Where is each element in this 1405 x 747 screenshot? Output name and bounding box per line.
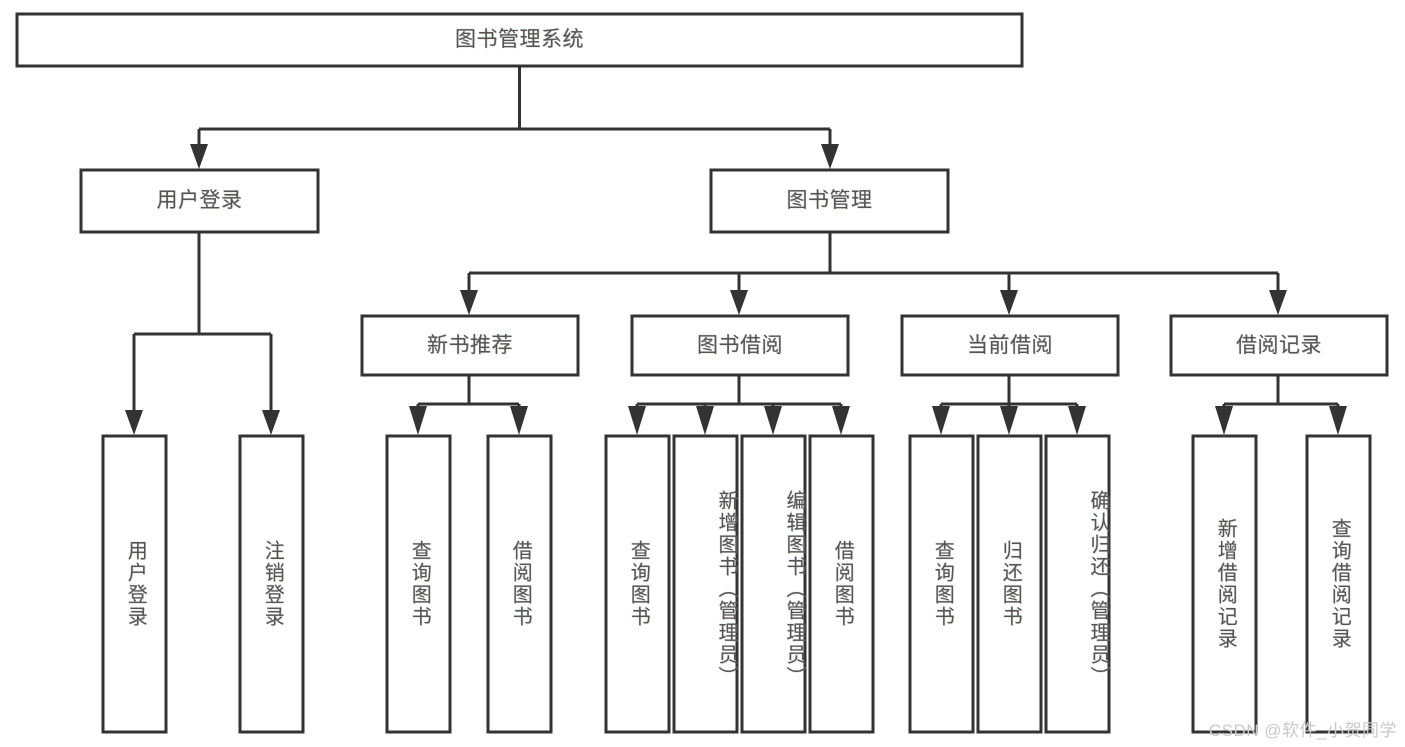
node-box-book-borrow[interactable]: [630, 314, 850, 377]
node-box-leaf-query-record[interactable]: [1305, 434, 1372, 734]
arrow-head-leaf-query-book-2: [628, 406, 646, 435]
node-box-leaf-return-book[interactable]: [976, 434, 1043, 734]
arrow-head-borrowrecord: [1269, 290, 1287, 315]
node-box-leaf-query-book-2[interactable]: [604, 434, 671, 734]
arrow-head-bookborrow: [730, 290, 748, 315]
node-box-leaf-query-book-1[interactable]: [385, 434, 452, 734]
arrow-head-currentborrow: [1000, 290, 1018, 315]
arrow-head-userlogin: [190, 144, 208, 169]
arrow-head-leaf-query-book-3: [932, 406, 950, 435]
arrow-head-newbook: [460, 290, 478, 315]
arrow-head-leaf-edit-book: [764, 406, 782, 435]
node-box-leaf-edit-book[interactable]: [740, 434, 807, 734]
node-box-current-borrow[interactable]: [900, 314, 1120, 377]
connector-group-userlogin: [125, 232, 280, 435]
arrow-head-leaf-add-book: [696, 406, 714, 435]
node-box-new-book-recommend[interactable]: [360, 314, 580, 377]
node-box-leaf-confirm-return[interactable]: [1044, 434, 1111, 734]
node-box-book-management[interactable]: [709, 168, 950, 234]
node-box-user-login[interactable]: [79, 168, 320, 234]
arrow-head-leaf-return-book: [1000, 406, 1018, 435]
node-box-leaf-logout[interactable]: [238, 434, 305, 734]
arrow-head-leaf-borrow-book-1: [510, 406, 528, 435]
arrow-head-leaf-confirm-return: [1068, 406, 1086, 435]
connector-group-root: [190, 66, 839, 169]
arrow-head-leaf-user-login: [125, 410, 143, 435]
node-box-root[interactable]: [15, 12, 1024, 68]
node-box-leaf-query-book-3[interactable]: [908, 434, 975, 734]
arrow-head-leaf-query-book-1: [409, 406, 427, 435]
connector-group-borrowrecord: [1215, 375, 1347, 435]
connector-group-currentborrow: [932, 375, 1086, 435]
node-box-leaf-user-login[interactable]: [101, 434, 168, 734]
arrow-head-leaf-logout: [262, 410, 280, 435]
node-box-leaf-borrow-book-2[interactable]: [808, 434, 875, 734]
connector-group-newbook: [409, 375, 528, 435]
connector-group-bookmgmt: [460, 232, 1287, 315]
arrow-head-leaf-query-record: [1329, 406, 1347, 435]
node-box-leaf-add-book[interactable]: [672, 434, 739, 734]
node-box-borrow-record[interactable]: [1169, 314, 1389, 377]
arrow-head-leaf-add-record: [1215, 406, 1233, 435]
node-box-leaf-borrow-book-1[interactable]: [486, 434, 553, 734]
arrow-head-bookmgmt: [821, 144, 839, 169]
arrow-head-leaf-borrow-book-2: [832, 406, 850, 435]
node-box-leaf-add-record[interactable]: [1191, 434, 1258, 734]
connector-group-bookborrow: [628, 375, 850, 435]
